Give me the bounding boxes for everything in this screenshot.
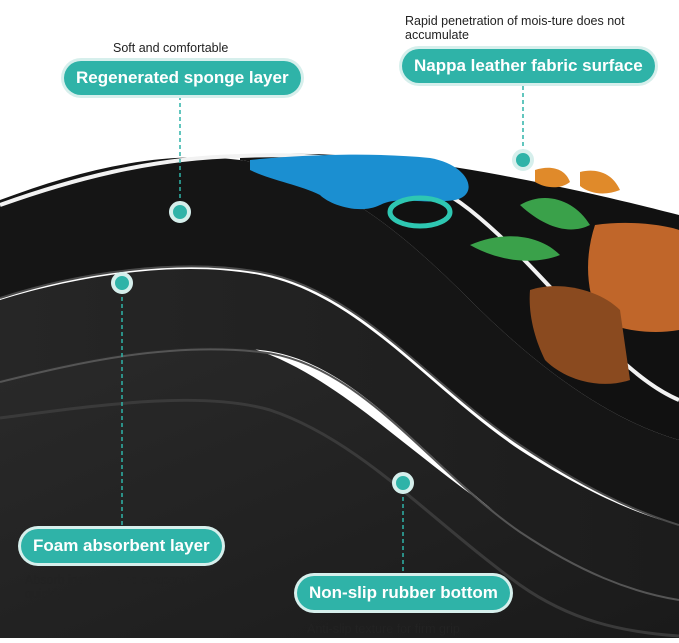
- nappa-marker: [512, 149, 534, 171]
- print-leaves: [470, 197, 590, 261]
- print-jar-lower: [529, 286, 630, 384]
- rubber-bottom-label: Non-slip rubber bottom: [297, 576, 510, 610]
- rubber-marker: [392, 472, 414, 494]
- rubber-caption: Anti-slip texture for firm grip: [307, 622, 460, 636]
- sponge-marker: [169, 201, 191, 223]
- rubber-layer-edge: [0, 398, 679, 638]
- print-blue-shape: [250, 154, 469, 210]
- nappa-surface-label: Nappa leather fabric surface: [402, 49, 655, 83]
- foam-layer-edge: [0, 348, 679, 601]
- sponge-layer-edge: [0, 265, 679, 526]
- rubber-layer: [0, 339, 679, 638]
- nappa-caption: Rapid penetration of mois-ture does not …: [405, 14, 625, 42]
- sponge-layer-label: Regenerated sponge layer: [64, 61, 301, 95]
- sponge-layer: [0, 157, 679, 526]
- sponge-caption: Soft and comfortable: [113, 41, 229, 55]
- print-teal-ring: [387, 195, 453, 229]
- foam-marker: [111, 272, 133, 294]
- foam-layer-label: Foam absorbent layer: [21, 529, 222, 563]
- print-orange-letters: [535, 167, 620, 194]
- foam-layer: [0, 269, 679, 600]
- foam-caption: Absorb instantly and evaporate quickly: [25, 573, 198, 601]
